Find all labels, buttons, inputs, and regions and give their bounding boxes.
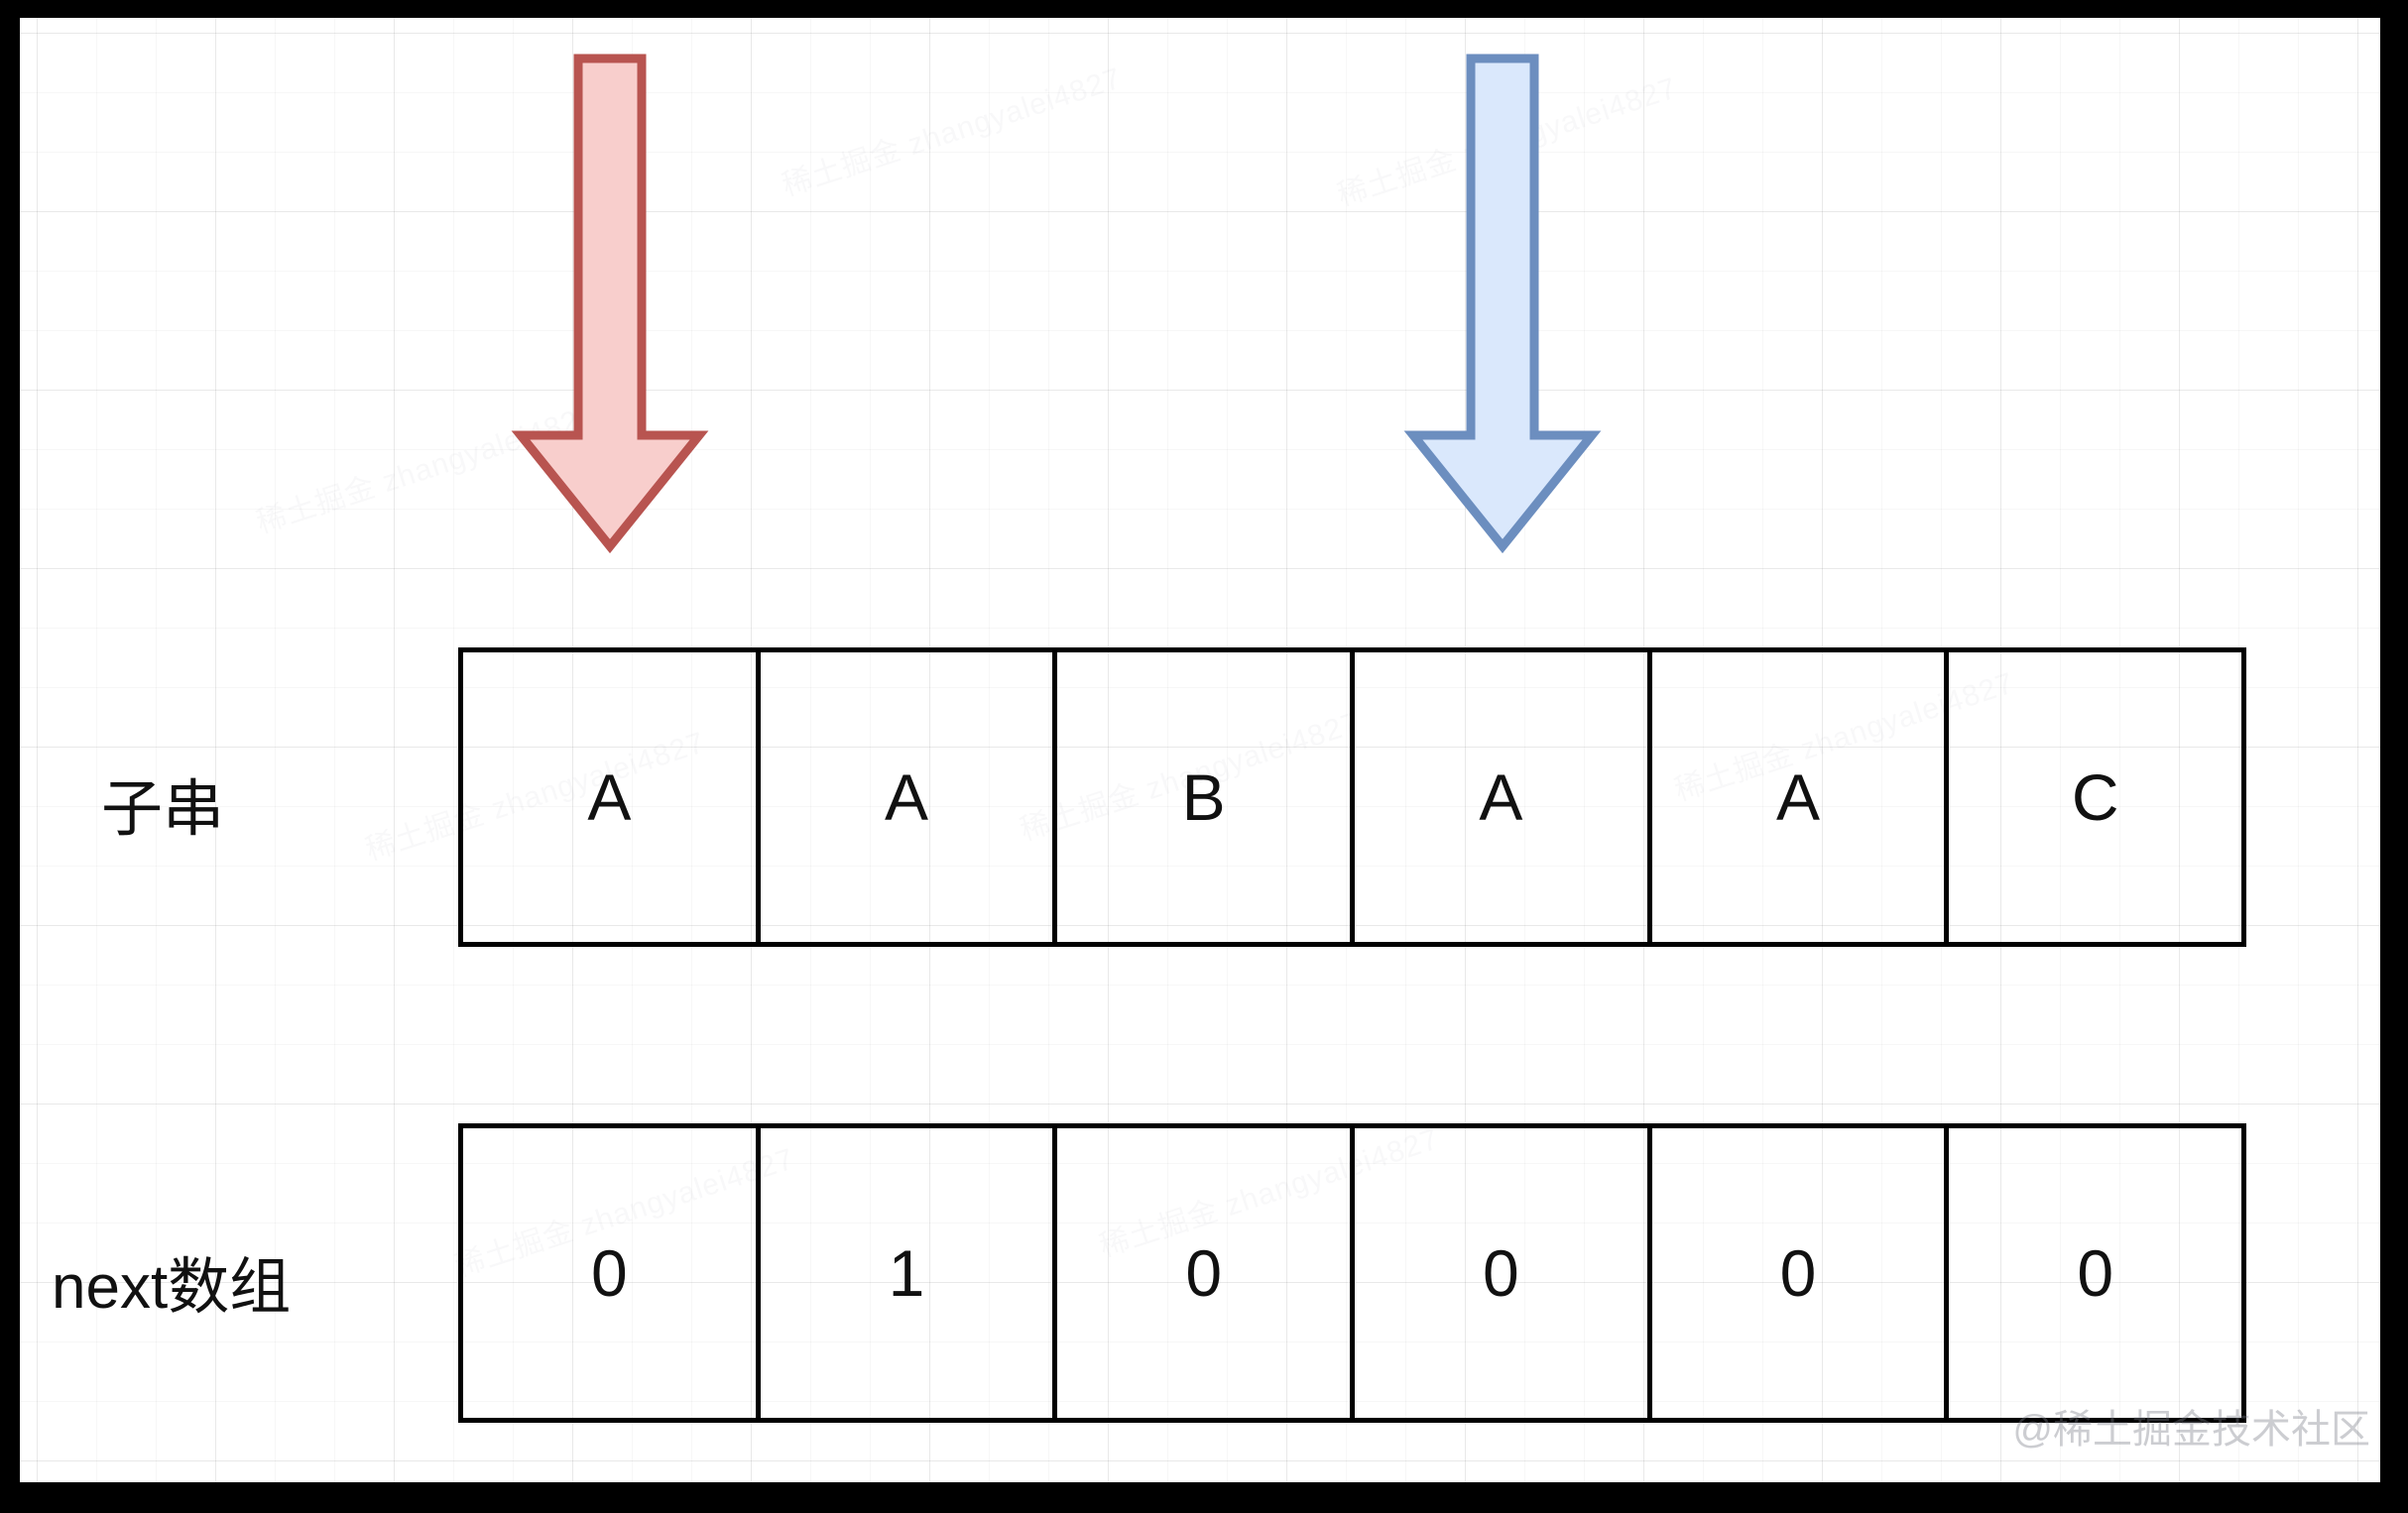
down-arrow-icon xyxy=(511,54,709,554)
row-label-next-array: next数组 xyxy=(52,1253,292,1322)
substring-cell: A xyxy=(761,652,1058,942)
row-label-substring: 子串 xyxy=(101,775,225,844)
background-watermark: 稀土掘金 zhangyalei4827 xyxy=(778,61,1126,203)
next-array-cell: 1 xyxy=(761,1128,1058,1418)
next-array-cell: 0 xyxy=(1355,1128,1652,1418)
next-array-cell: 0 xyxy=(1652,1128,1950,1418)
diagram-canvas: 稀土掘金 zhangyalei4827 稀土掘金 zhangyalei4827 … xyxy=(20,18,2380,1482)
substring-cell: A xyxy=(1355,652,1652,942)
corner-watermark: @稀土掘金技术社区 xyxy=(2012,1408,2370,1452)
substring-cell: A xyxy=(463,652,761,942)
red-pointer-arrow xyxy=(511,54,709,554)
down-arrow-icon xyxy=(1403,54,1602,554)
next-array-strip: 0 1 0 0 0 0 xyxy=(458,1123,2246,1423)
next-array-cell: 0 xyxy=(463,1128,761,1418)
substring-strip: A A B A A C xyxy=(458,647,2246,947)
next-array-cell: 0 xyxy=(1057,1128,1356,1418)
substring-cell: C xyxy=(2071,760,2119,834)
substring-cell: A xyxy=(1652,652,1950,942)
next-array-cell: 0 xyxy=(2077,1236,2114,1310)
substring-cell: B xyxy=(1057,652,1356,942)
blue-pointer-arrow xyxy=(1403,54,1602,554)
